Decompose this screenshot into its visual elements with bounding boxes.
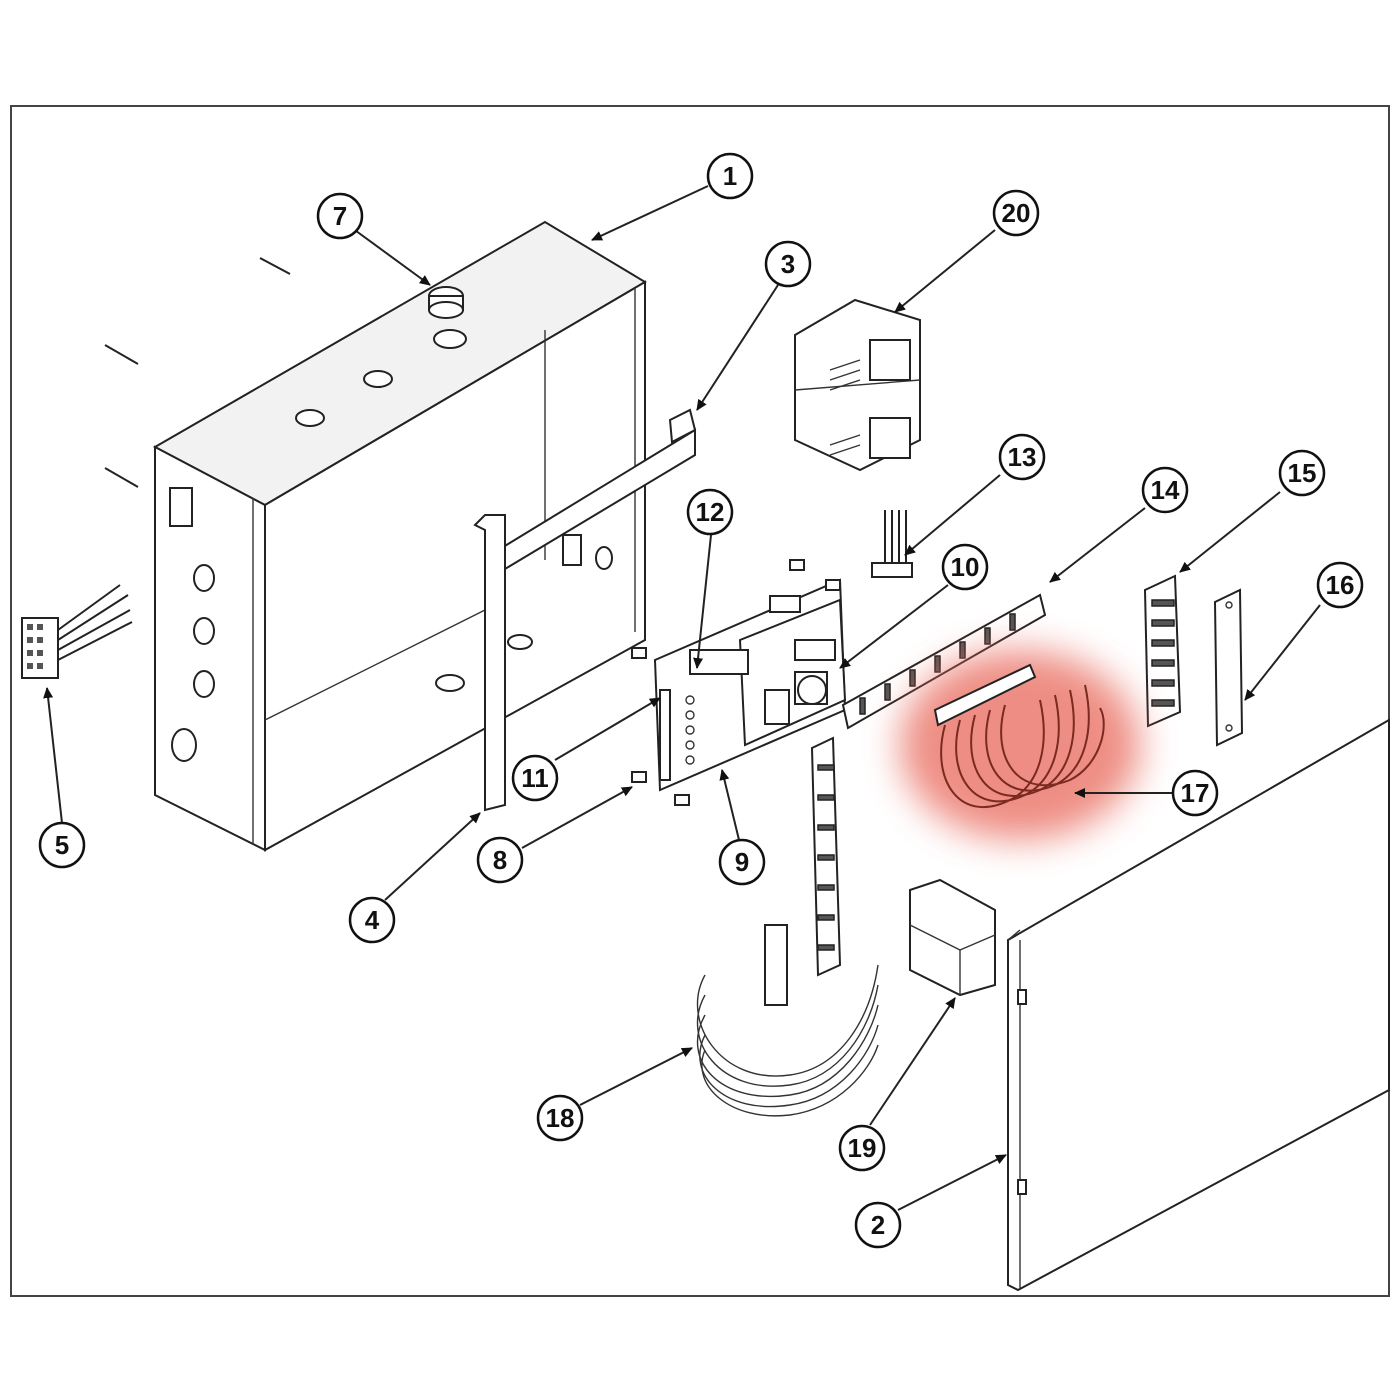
callout-number: 20 — [1002, 198, 1031, 228]
callout-number: 1 — [723, 161, 737, 191]
callout-number: 8 — [493, 845, 507, 875]
callout-number: 10 — [951, 552, 980, 582]
callout-number: 11 — [521, 763, 549, 793]
callout-number: 3 — [781, 249, 795, 279]
callout-14: 14 — [1141, 466, 1189, 514]
contactor-block — [794, 298, 921, 472]
cover-plate — [1213, 588, 1244, 747]
callout-20: 20 — [992, 189, 1040, 237]
callout-circle — [998, 433, 1046, 481]
callout-circle — [718, 838, 766, 886]
callout-circle — [1141, 466, 1189, 514]
callout-number: 13 — [1008, 442, 1037, 472]
callout-circle — [854, 1201, 902, 1249]
callout-number: 19 — [848, 1133, 877, 1163]
callout-number: 5 — [55, 830, 69, 860]
callout-circle — [1171, 769, 1219, 817]
callout-8: 8 — [476, 836, 524, 884]
ribbon-connector — [871, 510, 913, 578]
top-bushing — [428, 286, 464, 319]
terminal-strip-short — [810, 736, 842, 977]
standoffs — [631, 559, 841, 806]
top-bracket — [494, 408, 697, 577]
callout-16: 16 — [1316, 561, 1364, 609]
callout-19: 19 — [838, 1124, 886, 1172]
callout-number: 15 — [1288, 458, 1317, 488]
leader-lines — [43, 185, 1321, 1211]
callout-number: 17 — [1181, 778, 1210, 808]
callout-2: 2 — [854, 1201, 902, 1249]
callout-number: 14 — [1151, 475, 1180, 505]
callout-18: 18 — [536, 1094, 584, 1142]
callout-15: 15 — [1278, 449, 1326, 497]
mounting-screws — [104, 257, 291, 488]
callout-11: 11 — [511, 754, 559, 802]
heating-element-lower — [696, 924, 879, 1117]
callout-circle — [764, 240, 812, 288]
callout-13: 13 — [998, 433, 1046, 481]
terminal-strip-long — [841, 593, 1047, 730]
callout-circle — [838, 1124, 886, 1172]
heating-element-highlighted — [900, 650, 1140, 840]
callout-10: 10 — [941, 543, 989, 591]
callout-5: 5 — [38, 821, 86, 869]
callout-12: 12 — [686, 488, 734, 536]
callout-number: 12 — [696, 497, 725, 527]
enclosure-box — [152, 220, 647, 852]
callout-circle — [1278, 449, 1326, 497]
callout-circle — [316, 192, 364, 240]
callout-circle — [941, 543, 989, 591]
callout-17: 17 — [1171, 769, 1219, 817]
transformer — [909, 878, 996, 997]
callout-number: 2 — [871, 1210, 885, 1240]
callout-number: 16 — [1326, 570, 1355, 600]
callout-9: 9 — [718, 838, 766, 886]
callout-circle — [992, 189, 1040, 237]
callout-circle — [38, 821, 86, 869]
callout-circle — [476, 836, 524, 884]
callout-circle — [536, 1094, 584, 1142]
diagram-frame — [10, 105, 1390, 1297]
callout-number: 9 — [735, 847, 749, 877]
callout-circle — [1316, 561, 1364, 609]
callout-3: 3 — [764, 240, 812, 288]
callout-number: 7 — [333, 201, 347, 231]
callout-1: 1 — [706, 152, 754, 200]
callout-circle — [511, 754, 559, 802]
callout-number: 4 — [365, 905, 380, 935]
callout-circle — [686, 488, 734, 536]
vertical-bracket — [473, 514, 506, 812]
callout-circle — [706, 152, 754, 200]
wire-connector — [21, 584, 133, 679]
terminal-block-vertical — [1143, 574, 1182, 728]
callout-7: 7 — [316, 192, 364, 240]
callout-circle — [348, 896, 396, 944]
front-cover-panel — [1007, 718, 1390, 1292]
callout-4: 4 — [348, 896, 396, 944]
circuit-board — [653, 578, 847, 792]
callout-number: 18 — [546, 1103, 575, 1133]
